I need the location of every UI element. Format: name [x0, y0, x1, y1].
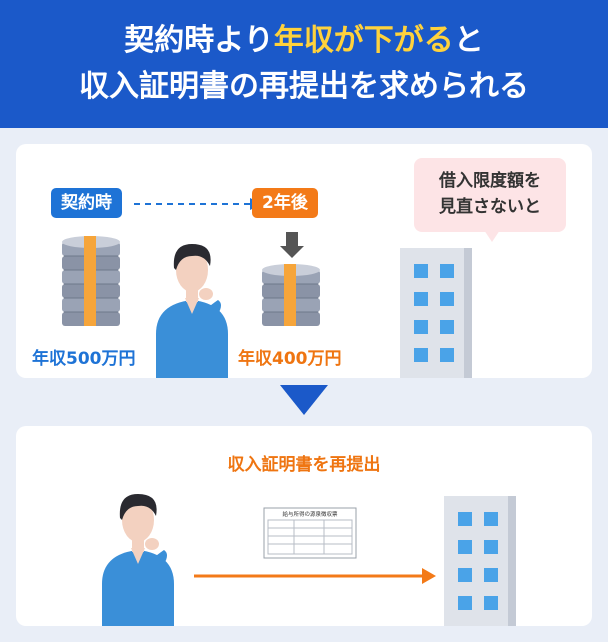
right-arrow-icon: [194, 568, 436, 584]
person-thinking-icon: [102, 494, 174, 626]
headline-line2: 収入証明書の再提出を求められる: [79, 69, 529, 104]
tag-two-years-later: 2年後: [252, 188, 318, 218]
document-icon: 給与所得の源泉徴収票: [263, 507, 357, 559]
amount-after: 年収400万円: [238, 349, 342, 369]
scenario-panel: 契約時 2年後 年収500万円: [16, 144, 592, 378]
headline-highlight: 年収が下がる: [273, 23, 454, 58]
bubble-line1: 借入限度額を: [439, 171, 541, 191]
resubmit-title: 収入証明書を再提出: [227, 455, 381, 475]
tag-contract-time: 契約時: [51, 188, 122, 218]
resubmit-panel: 収入証明書を再提出 給与所得の源泉徴収票: [16, 426, 592, 626]
headline-line1: 契約時より年収が下がると: [0, 20, 608, 62]
office-building-icon: [444, 496, 516, 626]
speech-bubble: 借入限度額を 見直さないと: [414, 158, 566, 232]
header-banner: 契約時より年収が下がると 収入証明書の再提出を求められる: [0, 0, 608, 128]
down-arrow-icon: [280, 385, 328, 415]
headline-part2: と: [453, 23, 484, 58]
amount-before: 年収500万円: [32, 349, 136, 369]
bubble-line2: 見直さないと: [439, 197, 541, 217]
headline-part1: 契約時より: [124, 23, 274, 58]
money-stack-reduced-icon: [262, 232, 320, 326]
office-building-icon: [400, 248, 472, 378]
money-stack-icon: [62, 236, 120, 326]
speech-bubble-tail: [484, 230, 500, 242]
person-thinking-icon: [156, 244, 228, 378]
dashed-arrow-icon: [134, 198, 262, 210]
document-title: 給与所得の源泉徴収票: [282, 510, 338, 518]
